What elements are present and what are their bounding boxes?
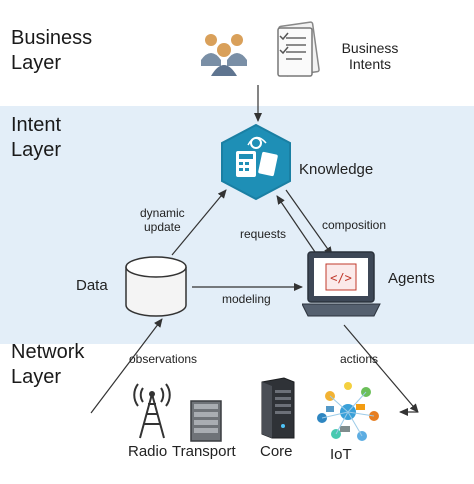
arrow-knowledge-to-agents (285, 189, 333, 256)
arrow-actions (343, 324, 419, 413)
iot-devices-icon (317, 382, 379, 441)
intent-layer-label: Intent Layer (11, 114, 62, 161)
modeling-label: modeling (222, 292, 271, 306)
core-label: Core (260, 443, 293, 460)
svg-text:</>: </> (330, 271, 352, 285)
radio-tower-icon (133, 383, 171, 439)
network-layer-label: Network Layer (11, 341, 85, 388)
laptop-code-icon: </> (302, 251, 381, 317)
users-icon (201, 34, 247, 76)
knowledge-label: Knowledge (299, 161, 374, 178)
iot-label: IoT (330, 446, 352, 463)
knowledge-hexagon-icon (221, 123, 291, 201)
requests-label: requests (240, 227, 287, 241)
arrow-agents-to-knowledge (276, 195, 316, 253)
transport-rack-icon (190, 400, 222, 442)
business-layer-label: Business Layer (11, 27, 93, 74)
business-intents-label: Business Intents (341, 40, 399, 72)
dynamic-update-label: dynamic update (140, 206, 185, 234)
arrow-data-to-knowledge (171, 189, 227, 256)
observations-label: observations (129, 352, 198, 366)
core-server-icon (261, 377, 295, 439)
radio-label: Radio (128, 443, 168, 460)
data-label: Data (76, 277, 108, 294)
actions-label: actions (340, 352, 379, 366)
arrow-observations (90, 318, 163, 414)
agents-label: Agents (388, 270, 435, 287)
network-layer-band (0, 334, 474, 344)
document-checklist-icon (277, 21, 320, 77)
composition-label: composition (322, 218, 387, 232)
database-icon (125, 256, 187, 317)
transport-label: Transport (172, 443, 236, 460)
